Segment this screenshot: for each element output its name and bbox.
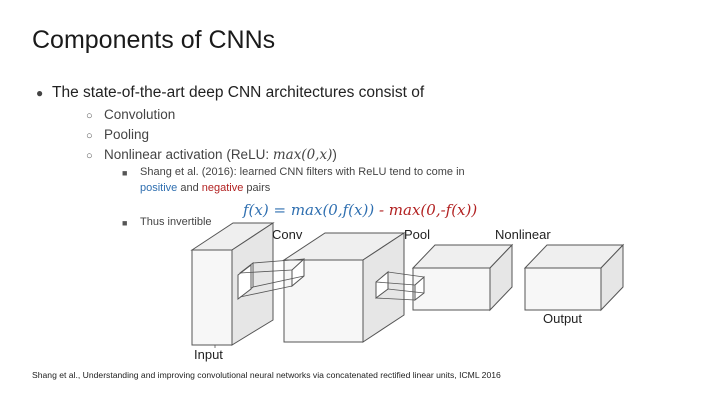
sub-bullet-convolution: Convolution [104,107,176,122]
slide-title: Components of CNNs [32,26,276,54]
conv-volume [282,232,406,343]
nonlinear-prefix: Nonlinear activation (ReLU: [104,147,273,162]
formula-positive-part: max(0,f(x)) [290,201,375,219]
and-word: and [177,182,202,194]
pool-volume [411,243,514,312]
conv-label: Conv [272,227,303,242]
citation: Shang et al., Understanding and improvin… [32,370,501,380]
nonlinear-suffix: ) [332,147,337,162]
output-label: Output [543,311,583,326]
square-bullet-icon: ■ [122,218,128,228]
formula-minus: - [374,201,389,219]
relu-formula: max(0,x) [272,147,333,163]
formula-lhs: f(x) = [243,201,291,219]
hollow-circle-bullet-icon: ○ [86,150,93,162]
crelu-formula: f(x) = max(0,f(x)) - max(0,-f(x)) [243,201,477,219]
input-patch [237,261,254,301]
shang-finding-line1: Shang et al. (2016): learned CNN filters… [140,166,465,178]
nonlinear-volume [523,243,625,312]
input-label: Input [194,347,223,362]
sub-bullet-pooling: Pooling [104,127,150,142]
filled-circle-bullet-icon: ● [36,86,44,100]
sub-bullet-nonlinear: Nonlinear activation (ReLU: max(0,x)) [104,147,337,163]
connection-lines [214,258,425,348]
hollow-circle-bullet-icon: ○ [86,110,93,122]
negative-word: negative [201,182,244,194]
pool-label: Pool [404,227,431,242]
shang-finding: Shang et al. (2016): learned CNN filters… [140,164,465,196]
square-bullet-icon: ■ [122,168,128,178]
pairs-word: pairs [243,182,271,194]
main-bullet-text: The state-of-the-art deep CNN architectu… [52,84,425,101]
positive-word: positive [140,182,178,194]
invertible-text: Thus invertible [140,216,212,228]
input-volume [190,222,275,346]
nonlinear-label: Nonlinear [495,227,551,242]
formula-negative-part: max(0,-f(x)) [388,201,478,219]
hollow-circle-bullet-icon: ○ [86,130,93,142]
